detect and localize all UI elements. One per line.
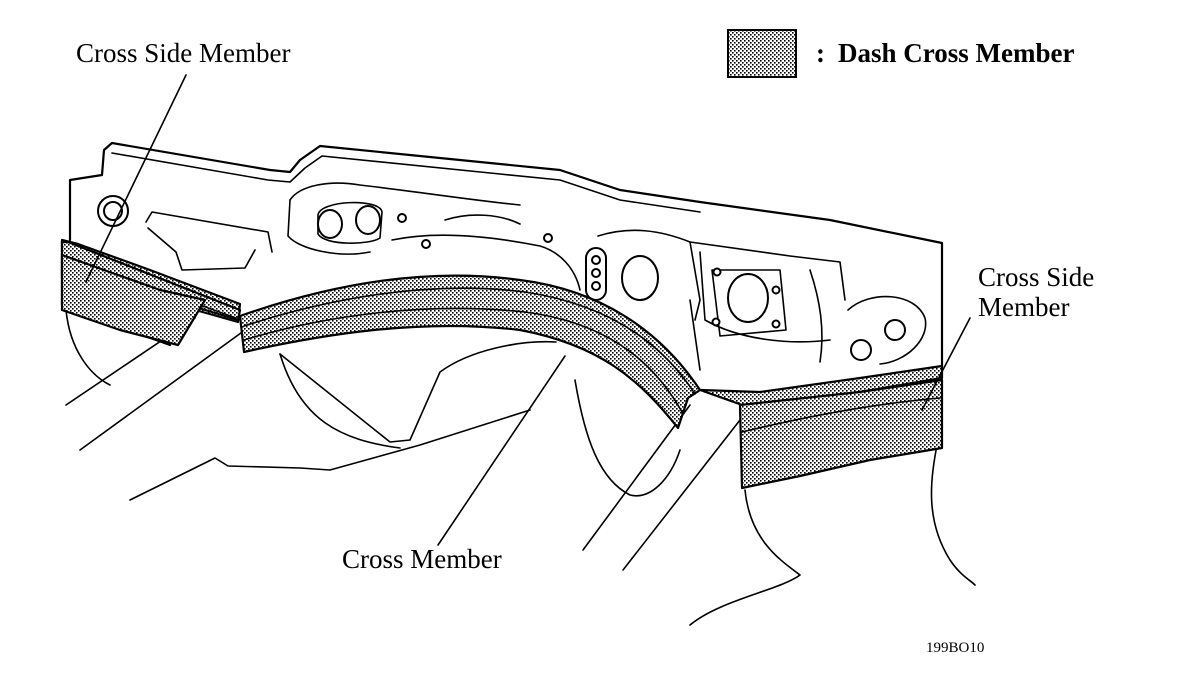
leader-cross-side-member-left (85, 74, 187, 283)
label-cross-side-member-left: Cross Side Member (76, 38, 290, 68)
legend-label: Dash Cross Member (838, 38, 1074, 68)
dash-cross-member-shading (60, 238, 944, 490)
label-cross-member: Cross Member (342, 544, 502, 574)
label-cross-side-member-right-line1: Cross Side (978, 262, 1094, 292)
dash-panel (68, 141, 944, 371)
figure-code: 199BO10 (926, 640, 984, 656)
lower-frame (65, 309, 976, 626)
leader-cross-side-member-right (921, 317, 971, 411)
label-cross-side-member-right-line2: Member (978, 292, 1069, 322)
leader-cross-member (437, 355, 566, 546)
legend-swatch (727, 29, 797, 78)
legend-separator: : (816, 38, 825, 68)
